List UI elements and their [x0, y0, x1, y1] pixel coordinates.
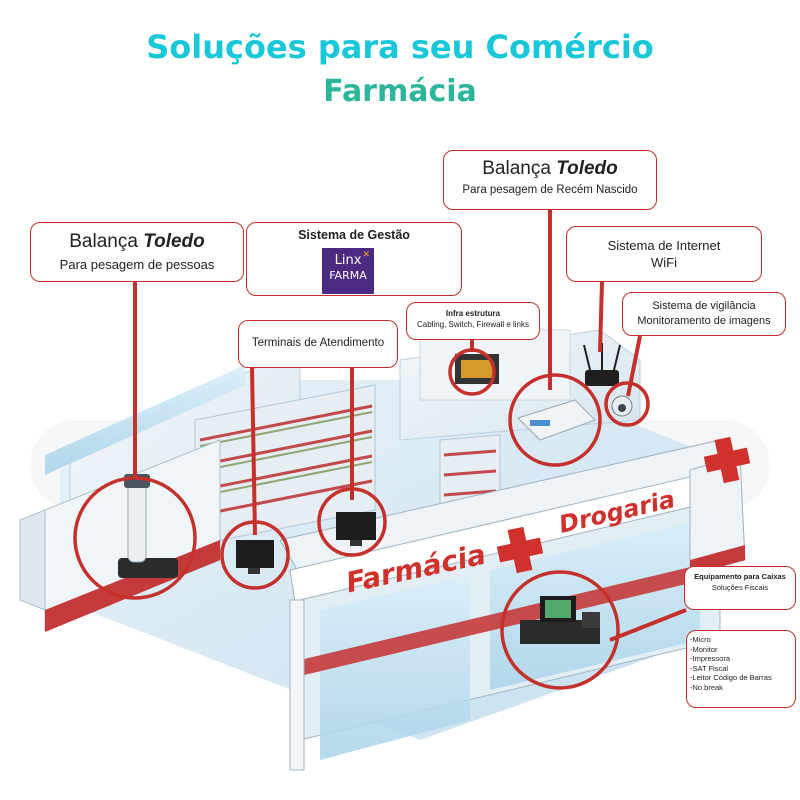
list-item: -Leitor Código de Barras	[690, 673, 772, 682]
callout-label: Balança	[69, 231, 138, 252]
callout-description: WiFi	[651, 255, 677, 270]
callout-circles	[73, 348, 650, 690]
monitor-terminal-1	[236, 540, 274, 574]
callout-title: Terminais de Atendimento	[251, 337, 385, 349]
callout-vigilancia: Sistema de vigilância Monitoramento de i…	[622, 292, 786, 336]
callout-title: Sistema de Gestão	[298, 228, 410, 242]
callout-connectors	[133, 210, 687, 642]
list-item: -Impressora	[690, 654, 731, 663]
callout-balanca-recem-nascido: Balança Toledo Para pesagem de Recém Nas…	[443, 150, 657, 210]
callout-title: Sistema de Internet	[607, 238, 721, 253]
logo-farma: FARMA	[329, 269, 367, 282]
brand-toledo: Toledo	[556, 158, 618, 179]
callout-description: Cabling, Switch, Firewall e links	[416, 320, 530, 329]
callout-description: Soluções Fiscais	[711, 583, 769, 592]
callout-balanca-pessoas: Balança Toledo Para pesagem de pessoas	[30, 222, 244, 282]
cross-sign	[496, 436, 751, 574]
callout-title: Sistema de vigilância	[652, 300, 756, 312]
caixas-equipment-list: -Micro -Monitor -Impressora -SAT Fiscal …	[686, 630, 796, 708]
linx-x-icon: ✕	[362, 250, 370, 260]
callout-internet-wifi: Sistema de Internet WiFi	[566, 226, 762, 282]
glass-wall-left	[45, 365, 245, 475]
scale-device-baby	[517, 399, 596, 441]
callout-description: Para pesagem de Recém Nascido	[462, 184, 638, 196]
list-item: -Monitor	[690, 644, 718, 654]
linx-farma-logo: ✕ Linx FARMA	[322, 248, 374, 294]
callout-title: Equipamento para Caixas	[694, 572, 786, 581]
list-item: -SAT Fiscal	[690, 663, 729, 673]
callout-title: Infra estrutura	[445, 309, 501, 318]
wifi-router	[583, 343, 621, 386]
brand-toledo: Toledo	[143, 231, 205, 252]
callout-description: Para pesagem de pessoas	[59, 257, 215, 272]
callout-terminais-atendimento: Terminais de Atendimento	[238, 320, 398, 368]
storefront	[279, 439, 746, 771]
checkout-equipment	[520, 596, 600, 644]
list-item: -No break	[690, 682, 723, 692]
callout-description: Monitoramento de imagens	[637, 315, 771, 327]
callout-equipamento-caixas: Equipamento para Caixas Soluções Fiscais	[684, 566, 796, 610]
logo-linx: Linx	[334, 253, 362, 268]
monitor-terminal-2	[336, 512, 376, 546]
page-title: Soluções para seu Comércio	[146, 28, 654, 66]
page-subtitle: Farmácia	[323, 74, 477, 109]
callout-label: Balança	[482, 158, 551, 179]
callout-infra-estrutura: Infra estrutura Cabling, Switch, Firewal…	[406, 302, 540, 340]
list-item: -Micro	[690, 635, 711, 644]
security-camera	[611, 395, 633, 417]
